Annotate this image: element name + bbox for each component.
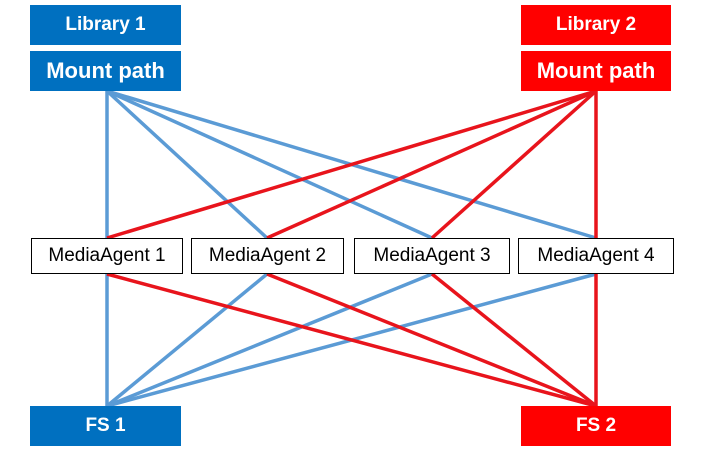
link-agent1-fs2: [106, 272, 597, 408]
link-lib1-agent2: [105, 89, 269, 240]
media-agent-4: MediaAgent 4: [518, 238, 674, 274]
link-agent3-fs2: [430, 272, 598, 408]
link-lib2-agent1: [106, 89, 597, 240]
library2-title: Library 2: [521, 5, 671, 45]
fs1-box: FS 1: [30, 406, 181, 446]
link-agent3-fs1: [106, 272, 433, 408]
media-agent-2: MediaAgent 2: [191, 238, 344, 274]
link-agent2-fs1: [105, 272, 269, 408]
library2-mount-path: Mount path: [521, 51, 671, 91]
media-agent-1: MediaAgent 1: [31, 238, 183, 274]
link-lib2-agent3: [430, 89, 598, 240]
library1-mount-path: Mount path: [30, 51, 181, 91]
fs2-box: FS 2: [521, 406, 671, 446]
link-agent2-fs2: [266, 272, 597, 408]
link-lib2-agent2: [266, 89, 597, 240]
link-lib1-agent3: [106, 89, 433, 240]
media-agent-3: MediaAgent 3: [354, 238, 510, 274]
library1-title: Library 1: [30, 5, 181, 45]
